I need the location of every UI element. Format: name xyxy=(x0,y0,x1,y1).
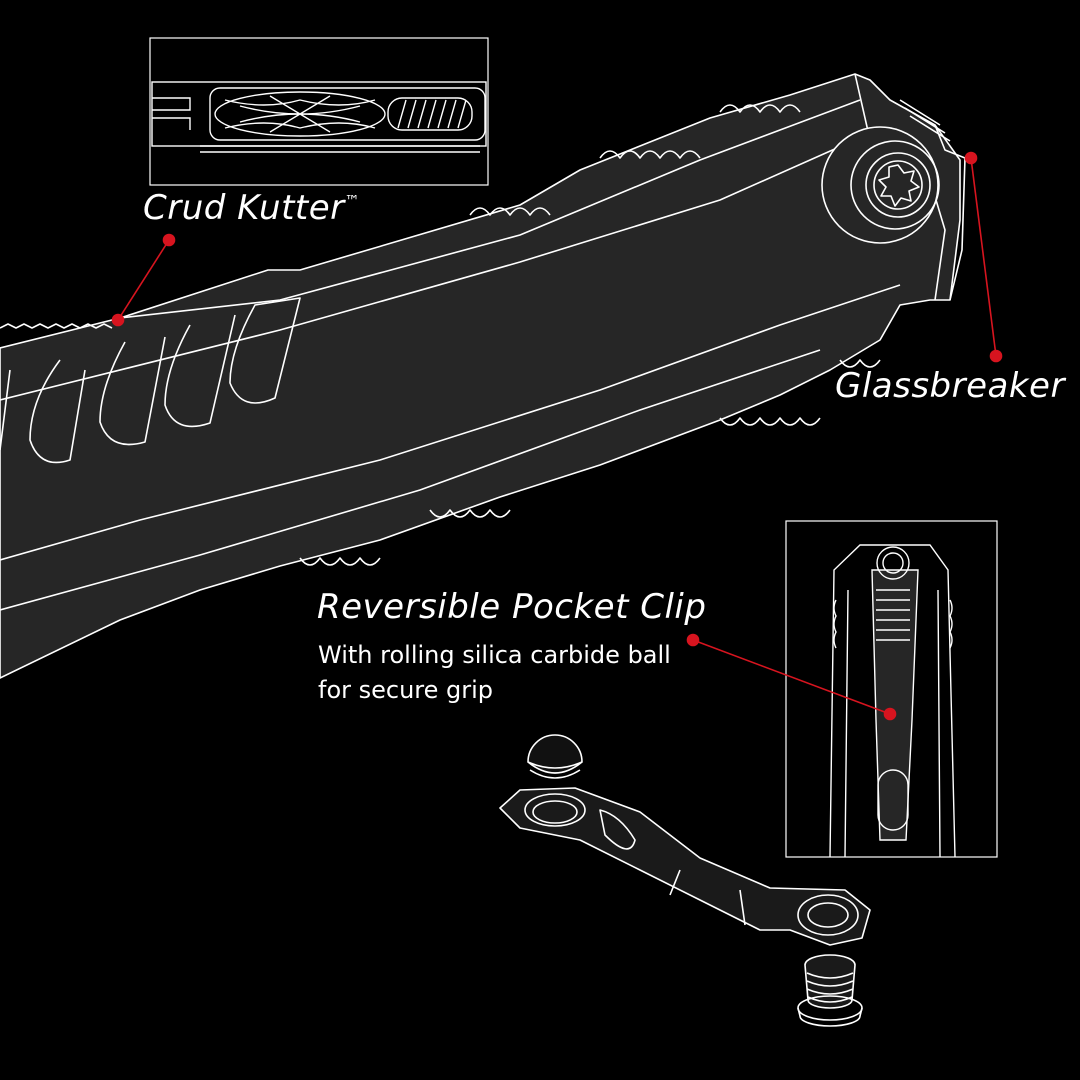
crud-kutter-inset xyxy=(149,37,489,186)
pocket-clip-label: Reversible Pocket Clip xyxy=(317,587,707,627)
pocket-clip-description-line-2: for secure grip xyxy=(318,676,494,704)
clip-body xyxy=(499,787,871,946)
silica-ball xyxy=(527,734,583,779)
callout-lines xyxy=(111,151,1003,721)
finger-grooves xyxy=(0,297,301,464)
crud-kutter-dot-bottom xyxy=(111,313,125,327)
crud-kutter-dot-top xyxy=(162,233,176,247)
pocket-clip-description-line-1: With rolling silica carbide ball xyxy=(318,641,671,669)
trademark-symbol: ™ xyxy=(344,192,361,210)
bottom-serrations xyxy=(299,359,881,566)
crud-kutter-text: Crud Kutter xyxy=(143,188,345,228)
pivot-screw xyxy=(821,126,940,244)
top-serrations xyxy=(469,104,801,216)
pocket-clip-description: With rolling silica carbide ball for sec… xyxy=(318,638,671,708)
glassbreaker-dot-bottom xyxy=(989,349,1003,363)
glassbreaker-dot-top xyxy=(964,151,978,165)
glassbreaker-leader xyxy=(970,157,997,357)
clip-screw xyxy=(797,954,863,1027)
crud-kutter-leader xyxy=(117,239,170,321)
glassbreaker-label: Glassbreaker xyxy=(835,366,1065,406)
pocket-clip-inset xyxy=(785,520,998,858)
pocket-clip-dot-right xyxy=(883,707,897,721)
exploded-pocket-clip xyxy=(499,734,871,1027)
knife-handle xyxy=(0,73,966,679)
crud-kutter-label: Crud Kutter™ xyxy=(143,188,360,228)
pocket-clip-dot-left xyxy=(686,633,700,647)
pocket-clip-leader xyxy=(692,639,891,715)
